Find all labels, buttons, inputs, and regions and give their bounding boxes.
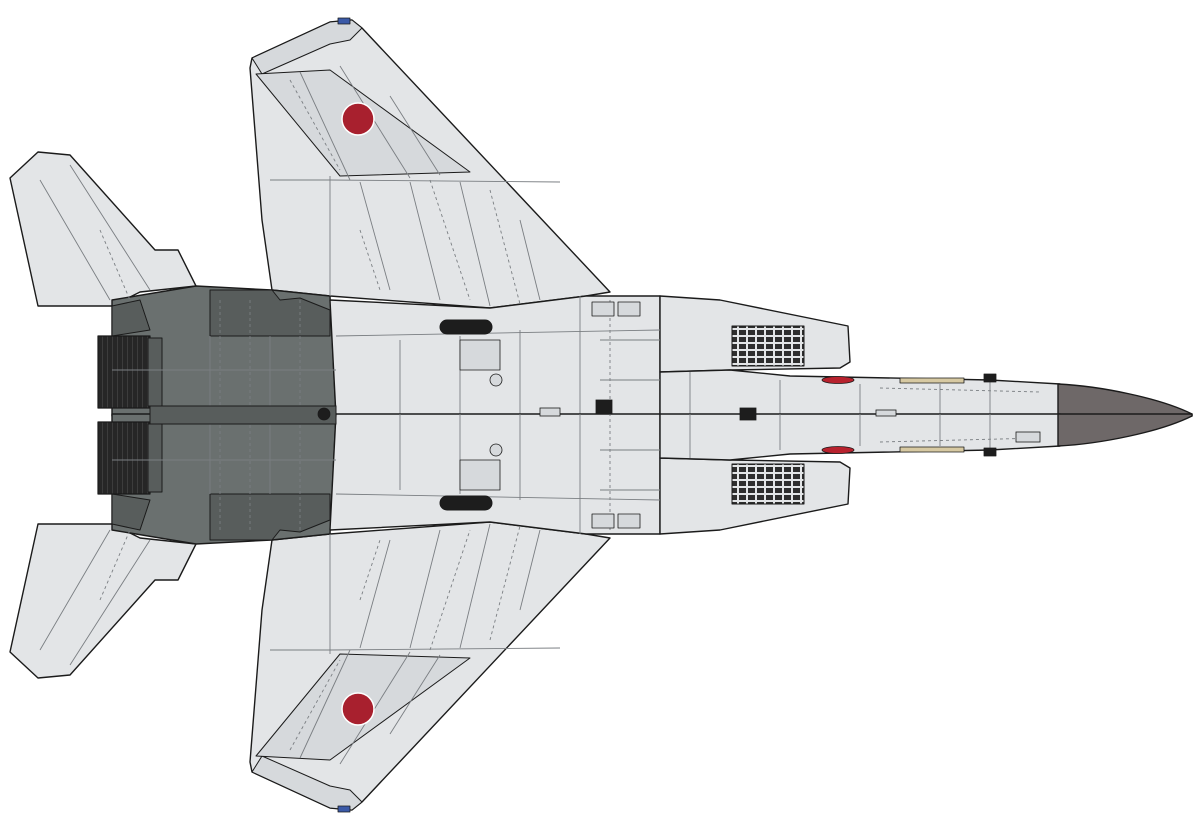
national-roundel-right-wing [341,692,375,726]
airframe-lower-half [9,413,1193,813]
airframe-upper-half [9,17,1193,417]
national-roundel-left-wing [341,102,375,136]
centerline-details [149,399,1041,443]
